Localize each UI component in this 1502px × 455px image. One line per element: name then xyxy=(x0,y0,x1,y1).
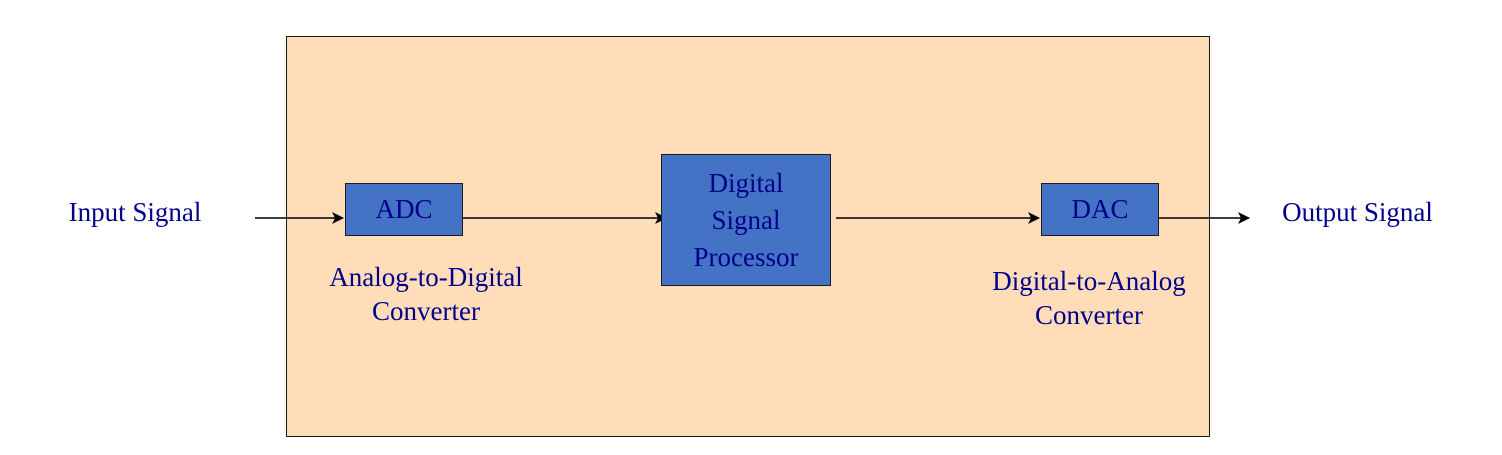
dsp-block: Digital Signal Processor xyxy=(661,154,831,286)
adc-block: ADC xyxy=(345,183,463,236)
input-signal-label: Input Signal xyxy=(68,197,202,227)
dac-block: DAC xyxy=(1041,183,1159,236)
dac-caption: Digital-to-Analog Converter xyxy=(992,266,1186,330)
output-signal-label: Output Signal xyxy=(1282,197,1433,227)
adc-caption: Analog-to-Digital Converter xyxy=(329,262,523,326)
